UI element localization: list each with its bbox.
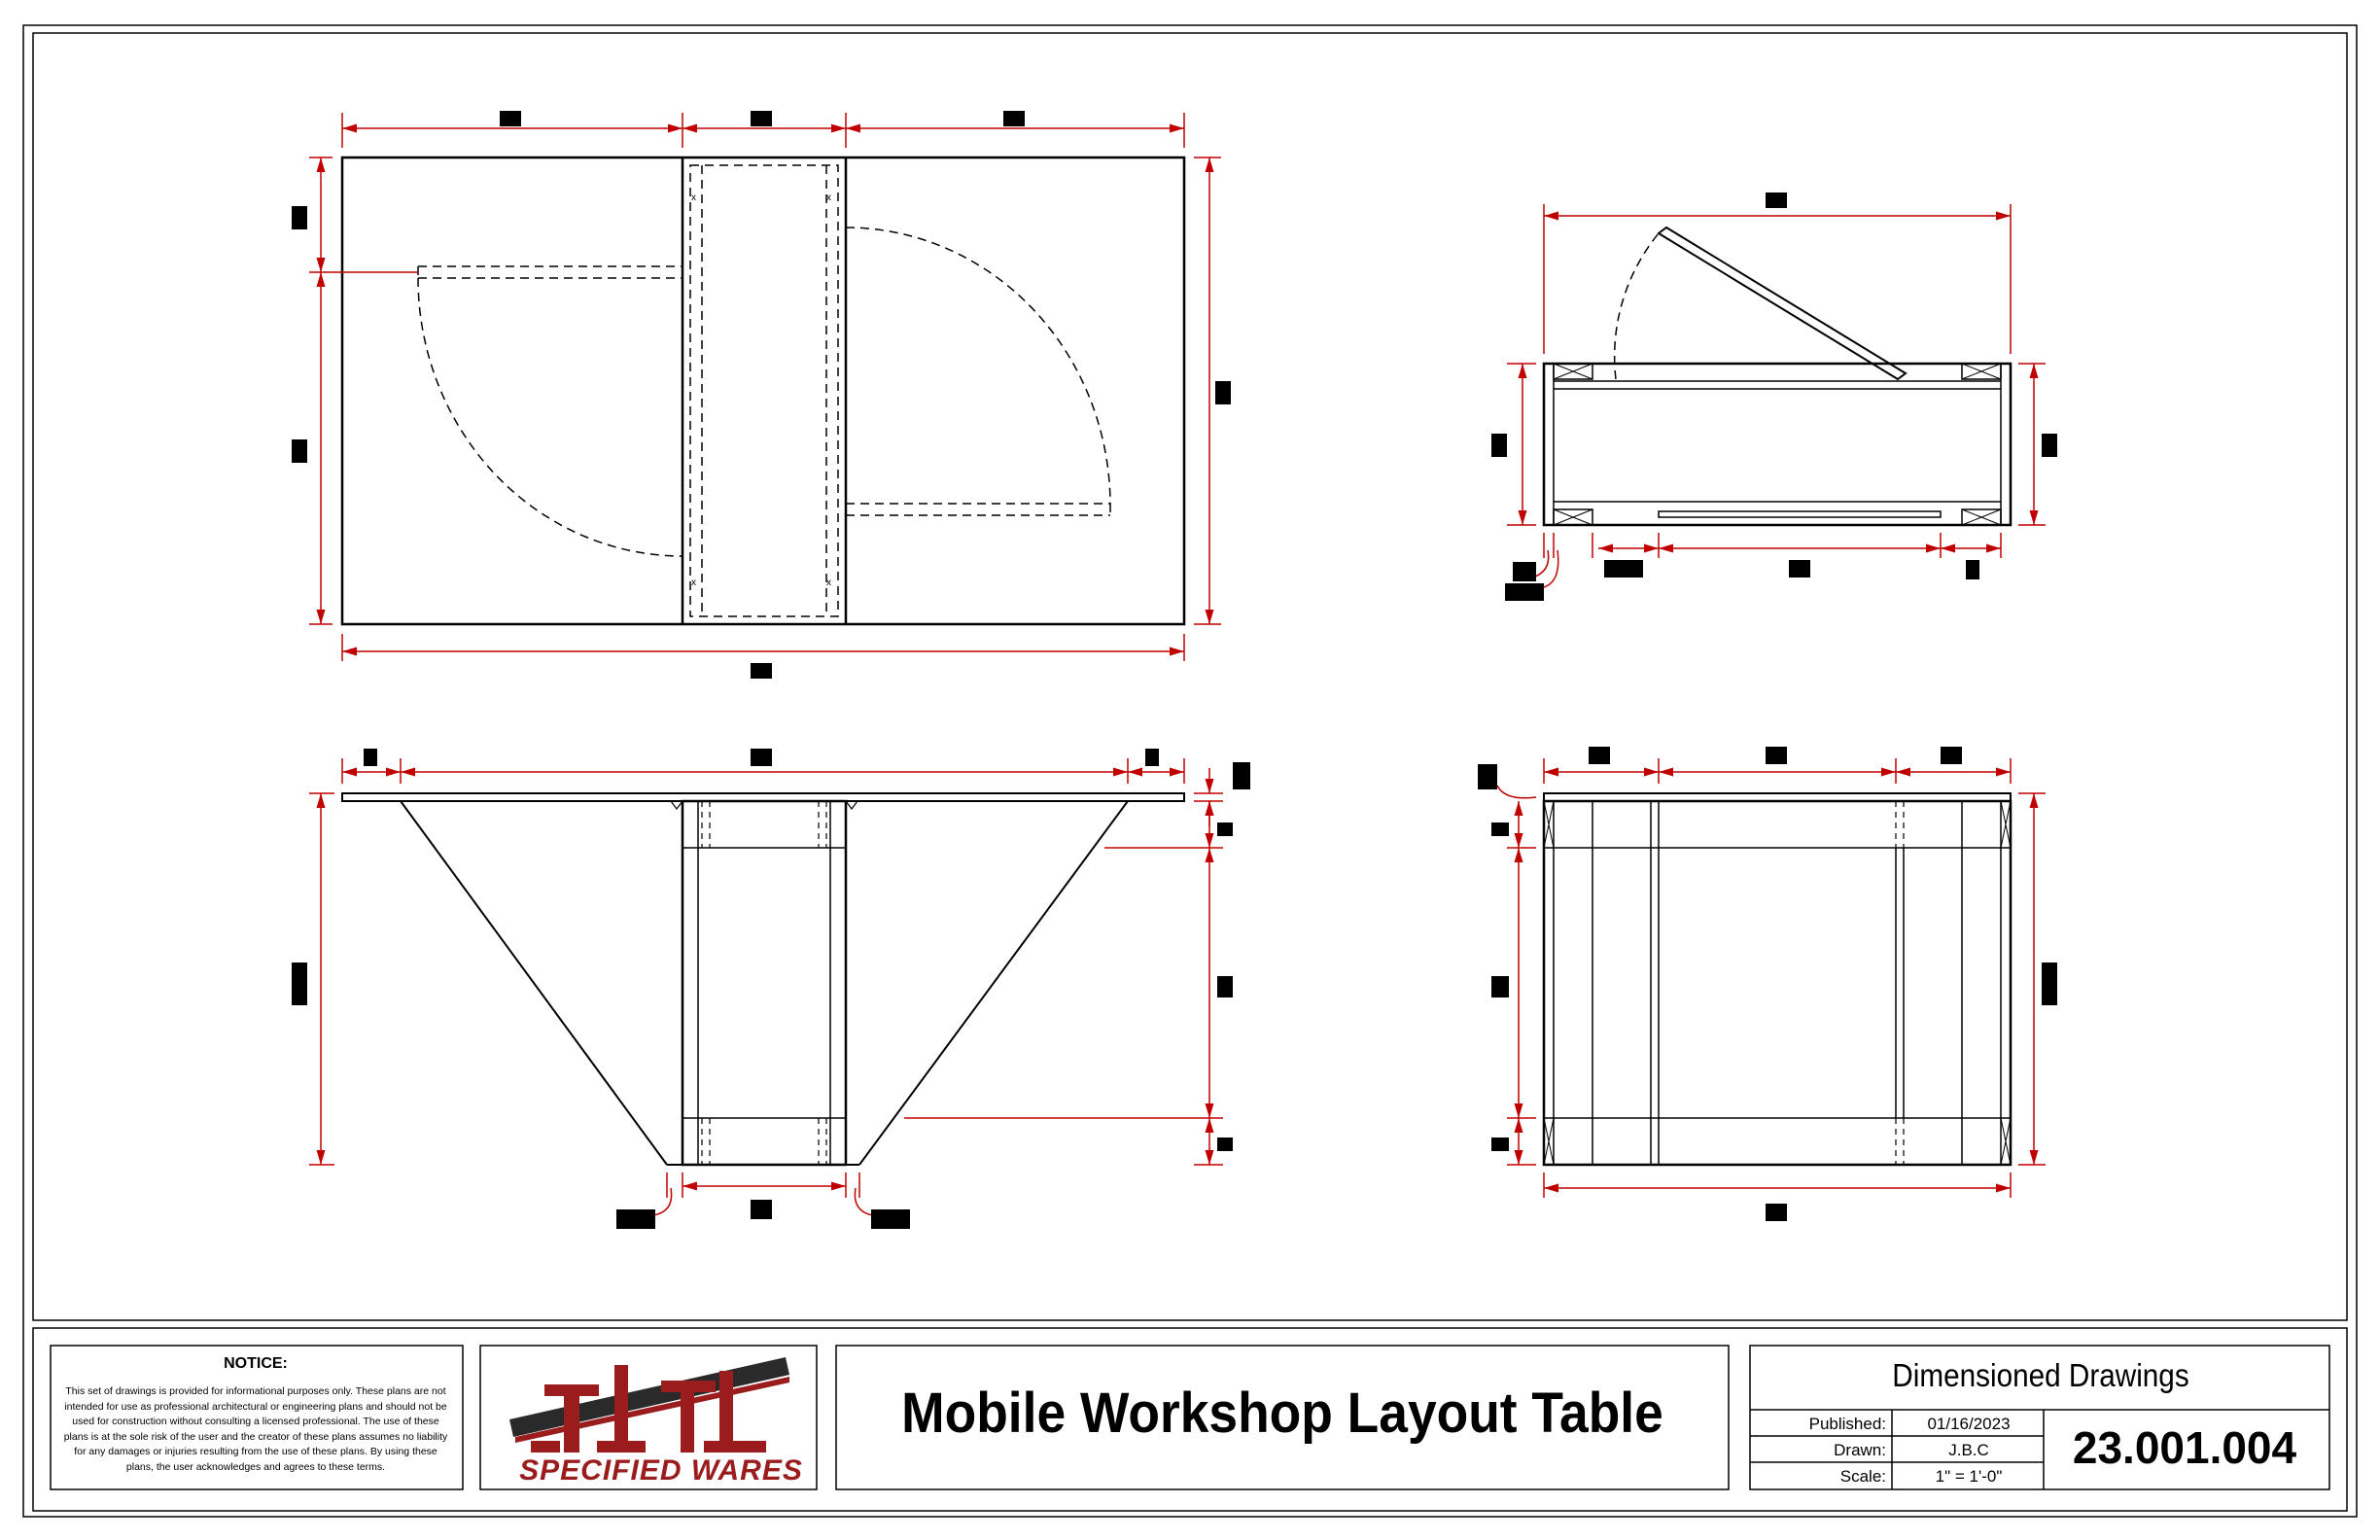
top-view-dimensions	[309, 113, 1221, 661]
scale-label: Scale:	[1839, 1467, 1886, 1486]
front-view	[341, 792, 1185, 1167]
side-view-dimension-labels	[1491, 192, 2057, 601]
top-view-dimension-labels	[292, 111, 1231, 679]
notice-text: This set of drawings is provided for inf…	[63, 1385, 448, 1473]
top-view: x x x x	[340, 156, 1186, 626]
notice-title: NOTICE:	[224, 1355, 288, 1372]
company-logo	[509, 1357, 789, 1452]
section-title: Dimensioned Drawings	[1892, 1357, 2189, 1393]
end-view-dimensions	[1496, 758, 2046, 1198]
svg-text:x: x	[826, 578, 831, 588]
drawn-label: Drawn:	[1834, 1441, 1886, 1459]
end-view	[1542, 792, 2012, 1167]
side-view-dimensions	[1507, 204, 2046, 588]
drawing-area-border	[32, 32, 2348, 1321]
project-title: Mobile Workshop Layout Table	[901, 1382, 1663, 1445]
svg-text:x: x	[691, 192, 696, 203]
published-value: 01/16/2023	[1927, 1415, 2011, 1433]
outer-border	[22, 24, 2358, 1518]
scale-value: 1" = 1'-0"	[1935, 1467, 2003, 1486]
titleblock-border	[32, 1327, 2348, 1512]
titleblock-frames	[50, 1345, 2330, 1490]
svg-text:x: x	[691, 578, 696, 588]
sheet-number: 23.001.004	[2072, 1422, 2297, 1473]
published-label: Published:	[1808, 1415, 1886, 1433]
logo-wordmark: SPECIFIED WARES	[519, 1454, 803, 1487]
drawn-value: J.B.C	[1948, 1441, 1989, 1459]
end-view-dimension-labels	[1478, 747, 2057, 1221]
svg-text:x: x	[826, 192, 831, 203]
front-view-dimensions	[309, 758, 1223, 1216]
front-view-dimension-labels	[292, 749, 1250, 1229]
side-view	[1542, 226, 2012, 527]
